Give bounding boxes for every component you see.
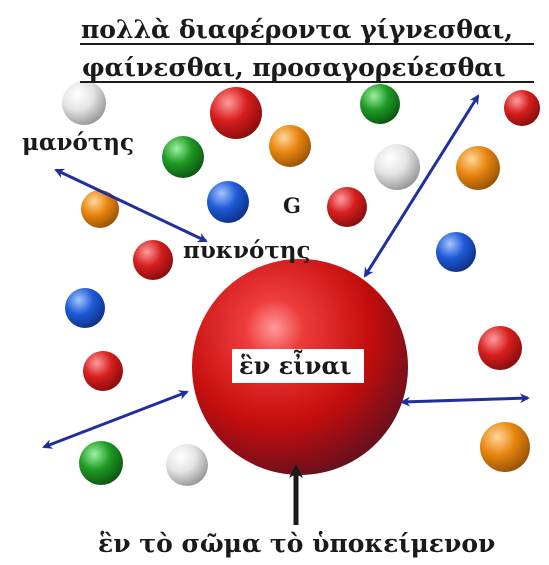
sphere-orange [480,422,530,472]
sphere-white [62,81,106,125]
sphere-red [478,326,522,370]
right-arrow [400,393,530,407]
sphere-white [166,444,208,486]
sphere-red [133,240,173,280]
sphere-red [504,90,540,126]
density-label: πυκνότης [183,237,311,264]
sphere-blue [207,181,249,223]
rarity-label: μανότης [22,129,134,156]
center-label: ἓν εἶναι [239,349,352,380]
appearance-arrow [363,94,480,278]
center-label-box [232,349,364,383]
title-line-1: πολλὰ διαφέροντα γίγνεσθαι, [81,15,513,44]
sphere-red [327,187,367,227]
sphere-blue [65,288,105,328]
sphere-red [210,87,262,139]
substrate-label: ἓν τὸ σῶμα τὸ ὑποκείμενον [98,529,495,558]
sphere-green [79,441,123,485]
sphere-red [83,351,123,391]
g-mark: G [283,193,301,218]
left-arrow [42,390,189,449]
sphere-green [360,84,400,124]
sphere-blue [436,232,476,272]
sphere-green [162,136,204,178]
sphere-orange [456,146,500,190]
sphere-white [374,144,420,190]
title-line-2: φαίνεσθαι, προσαγορεύεσθαι [82,53,506,82]
sphere-orange [269,125,311,167]
rarity-density-arrow [54,168,208,243]
